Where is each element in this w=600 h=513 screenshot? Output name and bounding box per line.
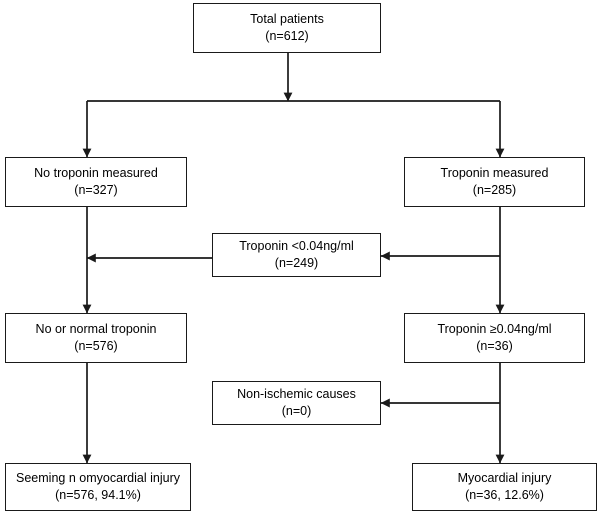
node-non-ischemic-causes: Non-ischemic causes (n=0) (212, 381, 381, 425)
node-troponin-below-threshold-label: Troponin <0.04ng/ml (239, 239, 354, 254)
node-no-troponin-measured-count: (n=327) (74, 183, 118, 197)
node-troponin-above-threshold-count: (n=36) (476, 339, 513, 353)
node-troponin-below-threshold-count: (n=249) (274, 256, 319, 270)
node-total-patients-label: Total patients (250, 12, 324, 27)
node-myocardial-injury: Myocardial injury (n=36, 12.6%) (412, 463, 597, 511)
node-troponin-above-threshold: Troponin ≥0.04ng/ml (n=36) (404, 313, 585, 363)
node-no-troponin-measured: No troponin measured (n=327) (5, 157, 187, 207)
node-no-troponin-measured-label: No troponin measured (34, 166, 158, 181)
node-total-patients: Total patients (n=612) (193, 3, 381, 53)
node-seemingly-no-myocardial-injury-count: (n=576, 94.1%) (55, 488, 141, 502)
node-troponin-measured: Troponin measured (n=285) (404, 157, 585, 207)
node-myocardial-injury-count: (n=36, 12.6%) (465, 488, 544, 502)
node-non-ischemic-causes-label: Non-ischemic causes (237, 387, 356, 402)
node-troponin-measured-count: (n=285) (472, 183, 517, 197)
node-no-or-normal-troponin-label: No or normal troponin (35, 322, 157, 337)
node-troponin-measured-label: Troponin measured (440, 166, 549, 181)
node-troponin-below-threshold: Troponin <0.04ng/ml (n=249) (212, 233, 381, 277)
node-troponin-above-threshold-label: Troponin ≥0.04ng/ml (437, 322, 552, 337)
node-total-patients-count: (n=612) (265, 29, 309, 43)
node-no-or-normal-troponin: No or normal troponin (n=576) (5, 313, 187, 363)
node-seemingly-no-myocardial-injury: Seeming n omyocardial injury (n=576, 94.… (5, 463, 191, 511)
node-no-or-normal-troponin-count: (n=576) (74, 339, 118, 353)
node-seemingly-no-myocardial-injury-label: Seeming n omyocardial injury (16, 471, 180, 486)
node-non-ischemic-causes-count: (n=0) (281, 404, 312, 418)
node-myocardial-injury-label: Myocardial injury (457, 471, 552, 486)
